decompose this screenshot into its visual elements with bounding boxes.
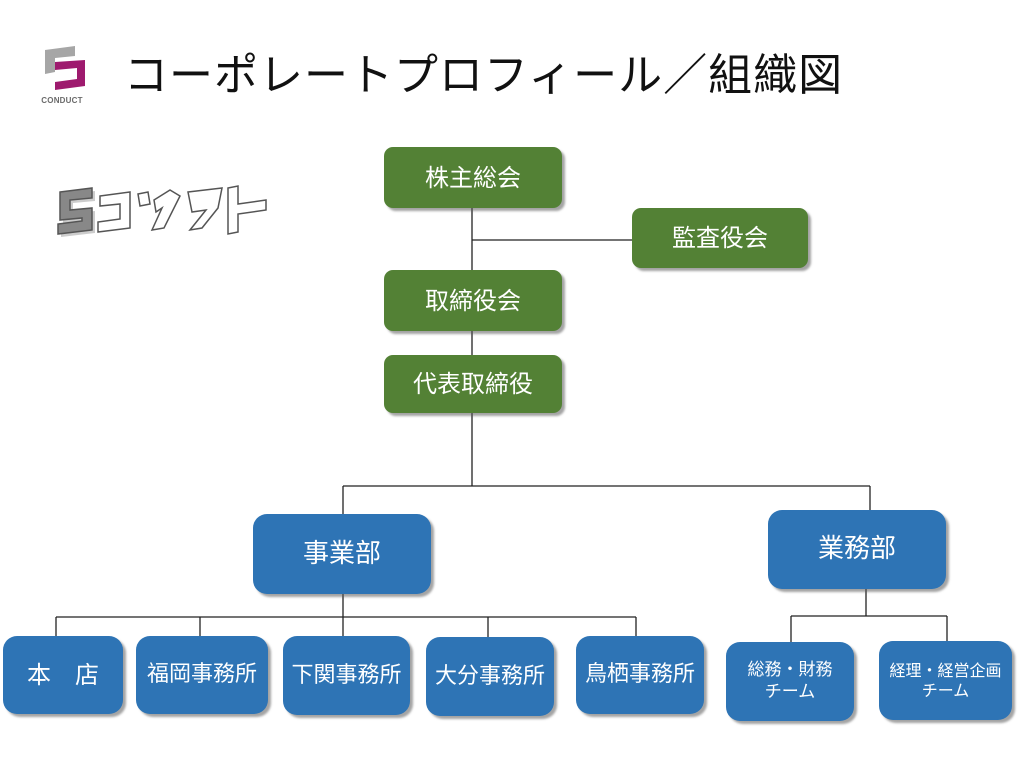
org-box-general-finance-team[interactable]: 総務・財務 チーム: [726, 642, 854, 721]
company-logo: CONDUCT: [28, 46, 96, 110]
conduct-logo-icon: [45, 46, 85, 90]
org-box-accounting-planning-team[interactable]: 経理・経営企画 チーム: [879, 641, 1012, 720]
brand-wordmark-icon: [57, 185, 267, 237]
org-box-jigyobu[interactable]: 事業部: [253, 514, 431, 594]
org-box-oita-office[interactable]: 大分事務所: [426, 637, 554, 716]
org-box-board[interactable]: 取締役会: [384, 270, 562, 331]
org-box-shimonoseki-office[interactable]: 下関事務所: [283, 636, 410, 715]
org-box-head-office[interactable]: 本 店: [3, 636, 123, 714]
org-box-ceo[interactable]: 代表取締役: [384, 355, 562, 413]
org-box-shareholders[interactable]: 株主総会: [384, 147, 562, 208]
page-title: コーポレートプロフィール／組織図: [124, 50, 844, 101]
logo-text: CONDUCT: [41, 96, 83, 105]
org-box-gyomubu[interactable]: 業務部: [768, 510, 946, 589]
org-box-auditors[interactable]: 監査役会: [632, 208, 808, 268]
org-box-fukuoka-office[interactable]: 福岡事務所: [136, 636, 268, 714]
org-box-tosu-office[interactable]: 鳥栖事務所: [576, 636, 704, 714]
